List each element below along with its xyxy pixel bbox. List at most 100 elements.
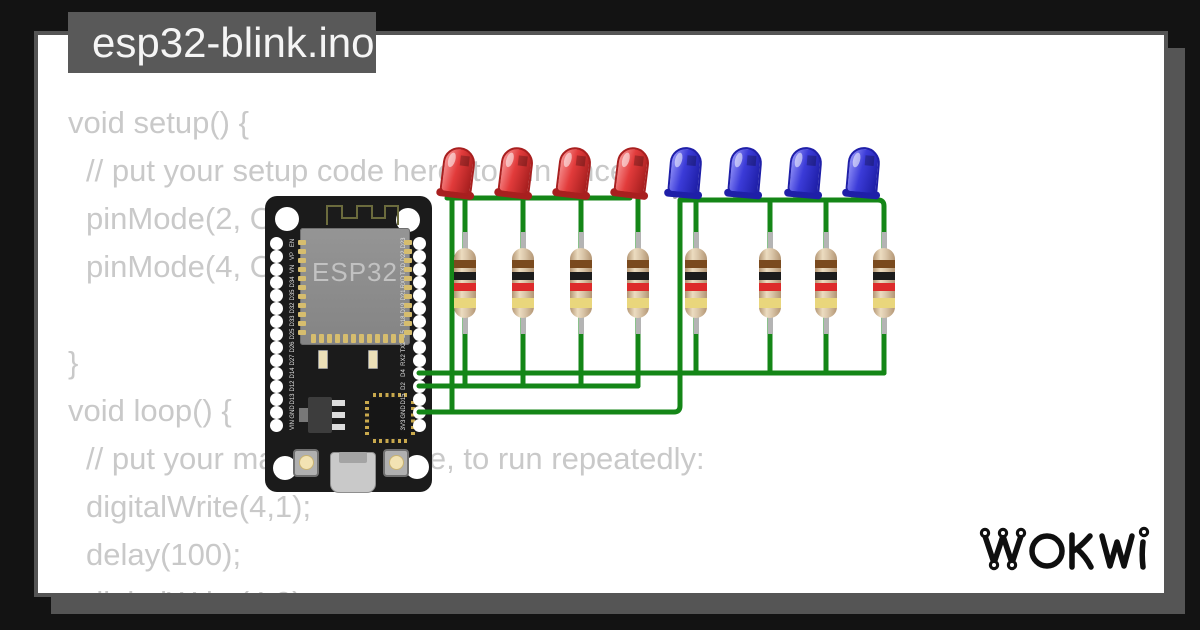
module-pad: [404, 240, 412, 245]
pin-vn-left[interactable]: [270, 262, 283, 276]
wokwi-logo: WOKWI: [979, 526, 1150, 571]
led-anvil: [459, 155, 470, 167]
module-pad: [404, 267, 412, 272]
module-pad: [367, 334, 372, 343]
resistor-1k[interactable]: [871, 232, 897, 334]
pin-en-left[interactable]: [270, 236, 283, 250]
red-led[interactable]: [493, 143, 538, 203]
module-pad: [298, 276, 306, 281]
resistor-lead: [462, 232, 468, 250]
pin-d26-left[interactable]: [270, 340, 283, 354]
red-led[interactable]: [435, 143, 480, 203]
pin-d22-right[interactable]: [413, 249, 426, 263]
module-pad: [298, 321, 306, 326]
pin-d34-left[interactable]: [270, 275, 283, 289]
led-anvil: [575, 155, 586, 167]
wires: [416, 173, 887, 415]
resistor-band-gold: [759, 298, 781, 308]
module-pad: [404, 303, 412, 308]
resistor-1k[interactable]: [510, 232, 536, 334]
onboard-led: [368, 350, 378, 369]
pin-d19-right[interactable]: [413, 301, 426, 315]
code-line: delay(100);: [86, 537, 242, 572]
resistor-1k[interactable]: [813, 232, 839, 334]
pin-d27-left[interactable]: [270, 353, 283, 367]
resistor-1k[interactable]: [568, 232, 594, 334]
resistor-band-brown: [512, 260, 534, 268]
module-pad: [391, 334, 396, 343]
led-anvil: [633, 155, 644, 167]
resistor-1k[interactable]: [625, 232, 651, 334]
pin-gnd-left[interactable]: [270, 405, 283, 419]
pin-d32-left[interactable]: [270, 301, 283, 315]
pin-d12-left[interactable]: [270, 379, 283, 393]
led-body: [439, 145, 477, 196]
pin-d25-left[interactable]: [270, 327, 283, 341]
resistor-band-black: [815, 272, 837, 280]
regulator-leg: [332, 424, 345, 430]
resistor-band-red: [454, 283, 476, 291]
module-pad: [327, 334, 332, 343]
onboard-led: [318, 350, 328, 369]
module-pad: [399, 334, 404, 343]
boot-button[interactable]: [383, 449, 409, 477]
resistor-lead: [578, 316, 584, 334]
pin-3v3-right[interactable]: [413, 418, 426, 432]
resistor-lead: [767, 232, 773, 250]
code-line: void loop() {: [68, 393, 232, 428]
resistor-band-black: [873, 272, 895, 280]
resistor-band-brown: [685, 260, 707, 268]
resistor-band-red: [873, 283, 895, 291]
resistor-1k[interactable]: [452, 232, 478, 334]
resistor-band-brown: [759, 260, 781, 268]
resistor-band-gold: [685, 298, 707, 308]
resistor-lead: [635, 316, 641, 334]
resistor-band-gold: [627, 298, 649, 308]
pin-d21-right[interactable]: [413, 288, 426, 302]
led-body: [497, 145, 535, 196]
red-led[interactable]: [609, 143, 654, 203]
module-pad: [298, 330, 306, 335]
pin-d33-left[interactable]: [270, 314, 283, 328]
chip-pins: [373, 393, 407, 397]
code-line: digitalWrite(4,0);: [86, 585, 311, 593]
pin-rx2-right[interactable]: [413, 353, 426, 367]
pin-d5-right[interactable]: [413, 327, 426, 341]
module-pad: [404, 330, 412, 335]
pin-txd-right[interactable]: [413, 262, 426, 276]
resistor-lead: [881, 316, 887, 334]
usb-uart-chip: [365, 393, 415, 443]
en-button[interactable]: [293, 449, 319, 477]
voltage-regulator: [299, 397, 345, 433]
blue-led[interactable]: [841, 144, 885, 203]
module-pad: [351, 334, 356, 343]
pin-tx2-right[interactable]: [413, 340, 426, 354]
esp32-module: ESP32: [300, 228, 410, 345]
blue-led[interactable]: [663, 144, 707, 203]
pin-d35-left[interactable]: [270, 288, 283, 302]
pin-d15-right[interactable]: [413, 392, 426, 406]
blue-led[interactable]: [783, 144, 827, 203]
module-pad: [383, 334, 388, 343]
resistor-band-red: [759, 283, 781, 291]
pin-vin-left[interactable]: [270, 418, 283, 432]
led-body: [555, 145, 593, 196]
esp32-devkit-board[interactable]: ESP32 END23VPD22VNTXDD34RXDD35D21D32D19D…: [265, 196, 432, 493]
resistor-band-gold: [454, 298, 476, 308]
red-led[interactable]: [551, 143, 596, 203]
resistor-band-brown: [570, 260, 592, 268]
pin-d18-right[interactable]: [413, 314, 426, 328]
resistor-1k[interactable]: [757, 232, 783, 334]
resistor-1k[interactable]: [683, 232, 709, 334]
pin-d13-left[interactable]: [270, 392, 283, 406]
pin-d23-right[interactable]: [413, 236, 426, 250]
sketch-title: esp32-blink.ino: [92, 18, 375, 66]
wifi-antenna-trace: [326, 205, 399, 225]
pin-d14-left[interactable]: [270, 366, 283, 380]
blue-led[interactable]: [723, 144, 767, 203]
pin-rxd-right[interactable]: [413, 275, 426, 289]
module-pad: [298, 285, 306, 290]
resistor-band-gold: [873, 298, 895, 308]
pin-vp-left[interactable]: [270, 249, 283, 263]
